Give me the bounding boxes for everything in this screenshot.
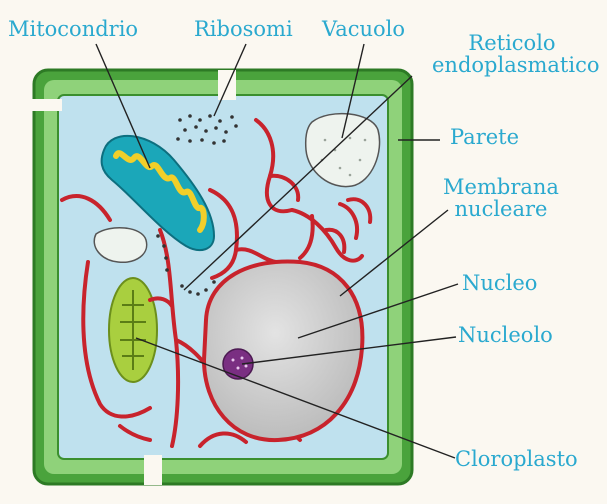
label-reticolo-line1: Reticolo — [432, 32, 592, 54]
label-reticolo: Reticolo endoplasmatico — [432, 32, 592, 76]
nucleolus — [223, 349, 253, 379]
label-membrana-nucleare: Membrana nucleare — [436, 176, 566, 220]
label-nucleo: Nucleo — [462, 272, 537, 294]
label-ribosomi: Ribosomi — [194, 18, 293, 40]
wall-gap-left — [32, 99, 62, 111]
label-cloroplasto: Cloroplasto — [455, 448, 578, 470]
label-nucleolo: Nucleolo — [458, 324, 553, 346]
label-parete: Parete — [450, 126, 519, 148]
nuclear-membrane — [204, 261, 362, 440]
label-vacuolo: Vacuolo — [322, 18, 405, 40]
wall-gap-top — [218, 70, 236, 100]
label-reticolo-line2: endoplasmatico — [432, 54, 592, 76]
wall-gap-bottom — [144, 455, 162, 485]
label-mitocondrio: Mitocondrio — [8, 18, 138, 40]
label-membrana-line1: Membrana — [436, 176, 566, 198]
label-membrana-line2: nucleare — [436, 198, 566, 220]
